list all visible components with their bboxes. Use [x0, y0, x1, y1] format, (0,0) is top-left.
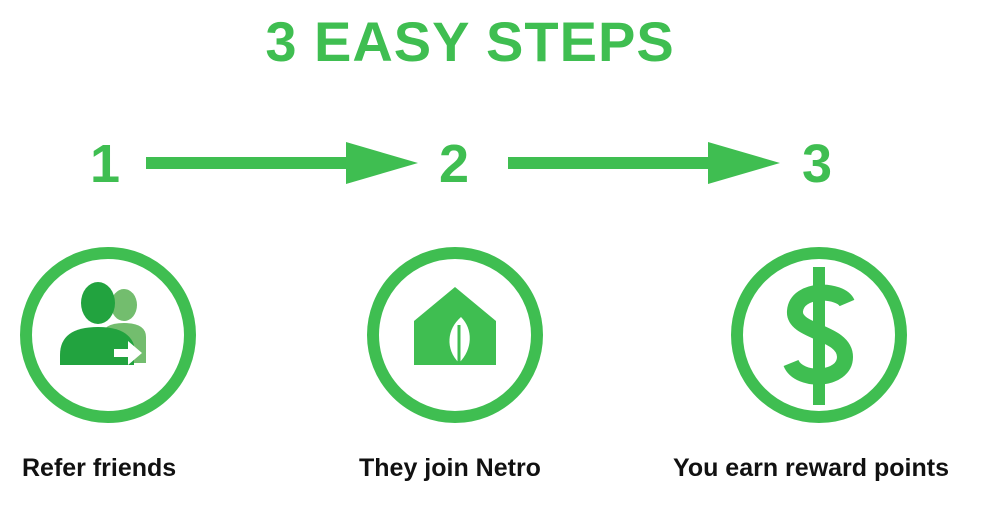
arrow-right-icon: [508, 142, 780, 184]
arrow-right-icon: [146, 142, 418, 184]
step-2-number: 2: [438, 134, 470, 194]
netro-home-icon: [367, 247, 543, 423]
dollar-icon: [731, 247, 907, 423]
refer-friends-icon: [20, 247, 196, 423]
step-3-number: 3: [801, 134, 833, 194]
step-1-label: Refer friends: [22, 454, 177, 482]
page-title: 3 EASY STEPS: [265, 10, 675, 73]
step-2-label: They join Netro: [359, 454, 541, 482]
step-1-number: 1: [89, 134, 121, 194]
step-3-label: You earn reward points: [673, 454, 949, 482]
